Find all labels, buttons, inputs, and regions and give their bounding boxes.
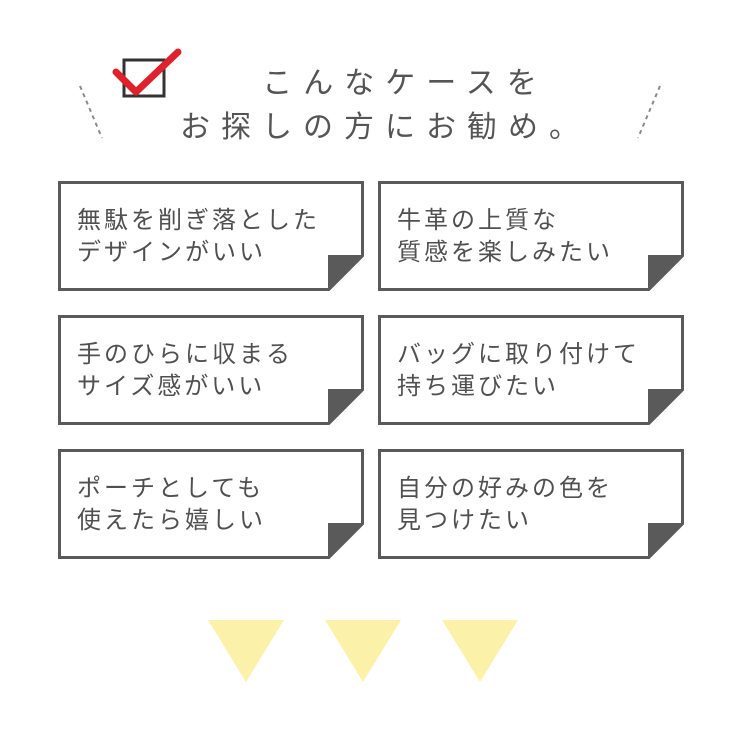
- card-text: ポーチとしても 使えたら嬉しい: [77, 472, 351, 536]
- card-line-1: バッグに取り付けて: [397, 340, 640, 368]
- card-line-1: 手のひらに収まる: [77, 340, 293, 368]
- page-curl-icon: [648, 389, 684, 425]
- card-line-1: 無駄を削ぎ落とした: [77, 206, 320, 234]
- card-6: 自分の好みの色を 見つけたい: [378, 449, 684, 559]
- title-line-1: こんなケースを: [262, 66, 548, 101]
- page-curl-icon: [648, 523, 684, 559]
- page-curl-icon: [648, 255, 684, 291]
- card-3: 手のひらに収まる サイズ感がいい: [58, 315, 364, 425]
- page-curl-icon: [328, 255, 364, 291]
- card-text: 牛革の上質な 質感を楽しみたい: [397, 204, 671, 268]
- card-line-2: デザインがいい: [77, 238, 266, 266]
- card-5: ポーチとしても 使えたら嬉しい: [58, 449, 364, 559]
- header: こんなケースを お探しの方にお勧め。: [0, 0, 740, 160]
- checkbox-check-icon: [112, 48, 182, 98]
- card-line-2: サイズ感がいい: [77, 372, 266, 400]
- card-text: 自分の好みの色を 見つけたい: [397, 472, 671, 536]
- dashed-slash-right-icon: [637, 85, 661, 139]
- down-triangle-icon: [208, 620, 284, 682]
- title-line-2: お探しの方にお勧め。: [180, 110, 590, 145]
- card-line-1: ポーチとしても: [77, 474, 265, 502]
- card-text: 手のひらに収まる サイズ感がいい: [77, 338, 351, 402]
- card-2: 牛革の上質な 質感を楽しみたい: [378, 181, 684, 291]
- page-curl-icon: [328, 523, 364, 559]
- card-line-2: 使えたら嬉しい: [77, 506, 266, 534]
- page-curl-icon: [328, 389, 364, 425]
- card-4: バッグに取り付けて 持ち運びたい: [378, 315, 684, 425]
- card-line-2: 質感を楽しみたい: [397, 238, 613, 266]
- down-triangle-icon: [325, 620, 401, 682]
- dashed-slash-left-icon: [79, 85, 103, 139]
- down-triangle-icon: [442, 620, 518, 682]
- card-line-1: 自分の好みの色を: [397, 474, 613, 502]
- card-line-1: 牛革の上質な: [397, 206, 559, 234]
- card-text: バッグに取り付けて 持ち運びたい: [397, 338, 671, 402]
- card-text: 無駄を削ぎ落とした デザインがいい: [77, 204, 351, 268]
- card-1: 無駄を削ぎ落とした デザインがいい: [58, 181, 364, 291]
- card-line-2: 見つけたい: [397, 506, 532, 534]
- card-line-2: 持ち運びたい: [397, 372, 559, 400]
